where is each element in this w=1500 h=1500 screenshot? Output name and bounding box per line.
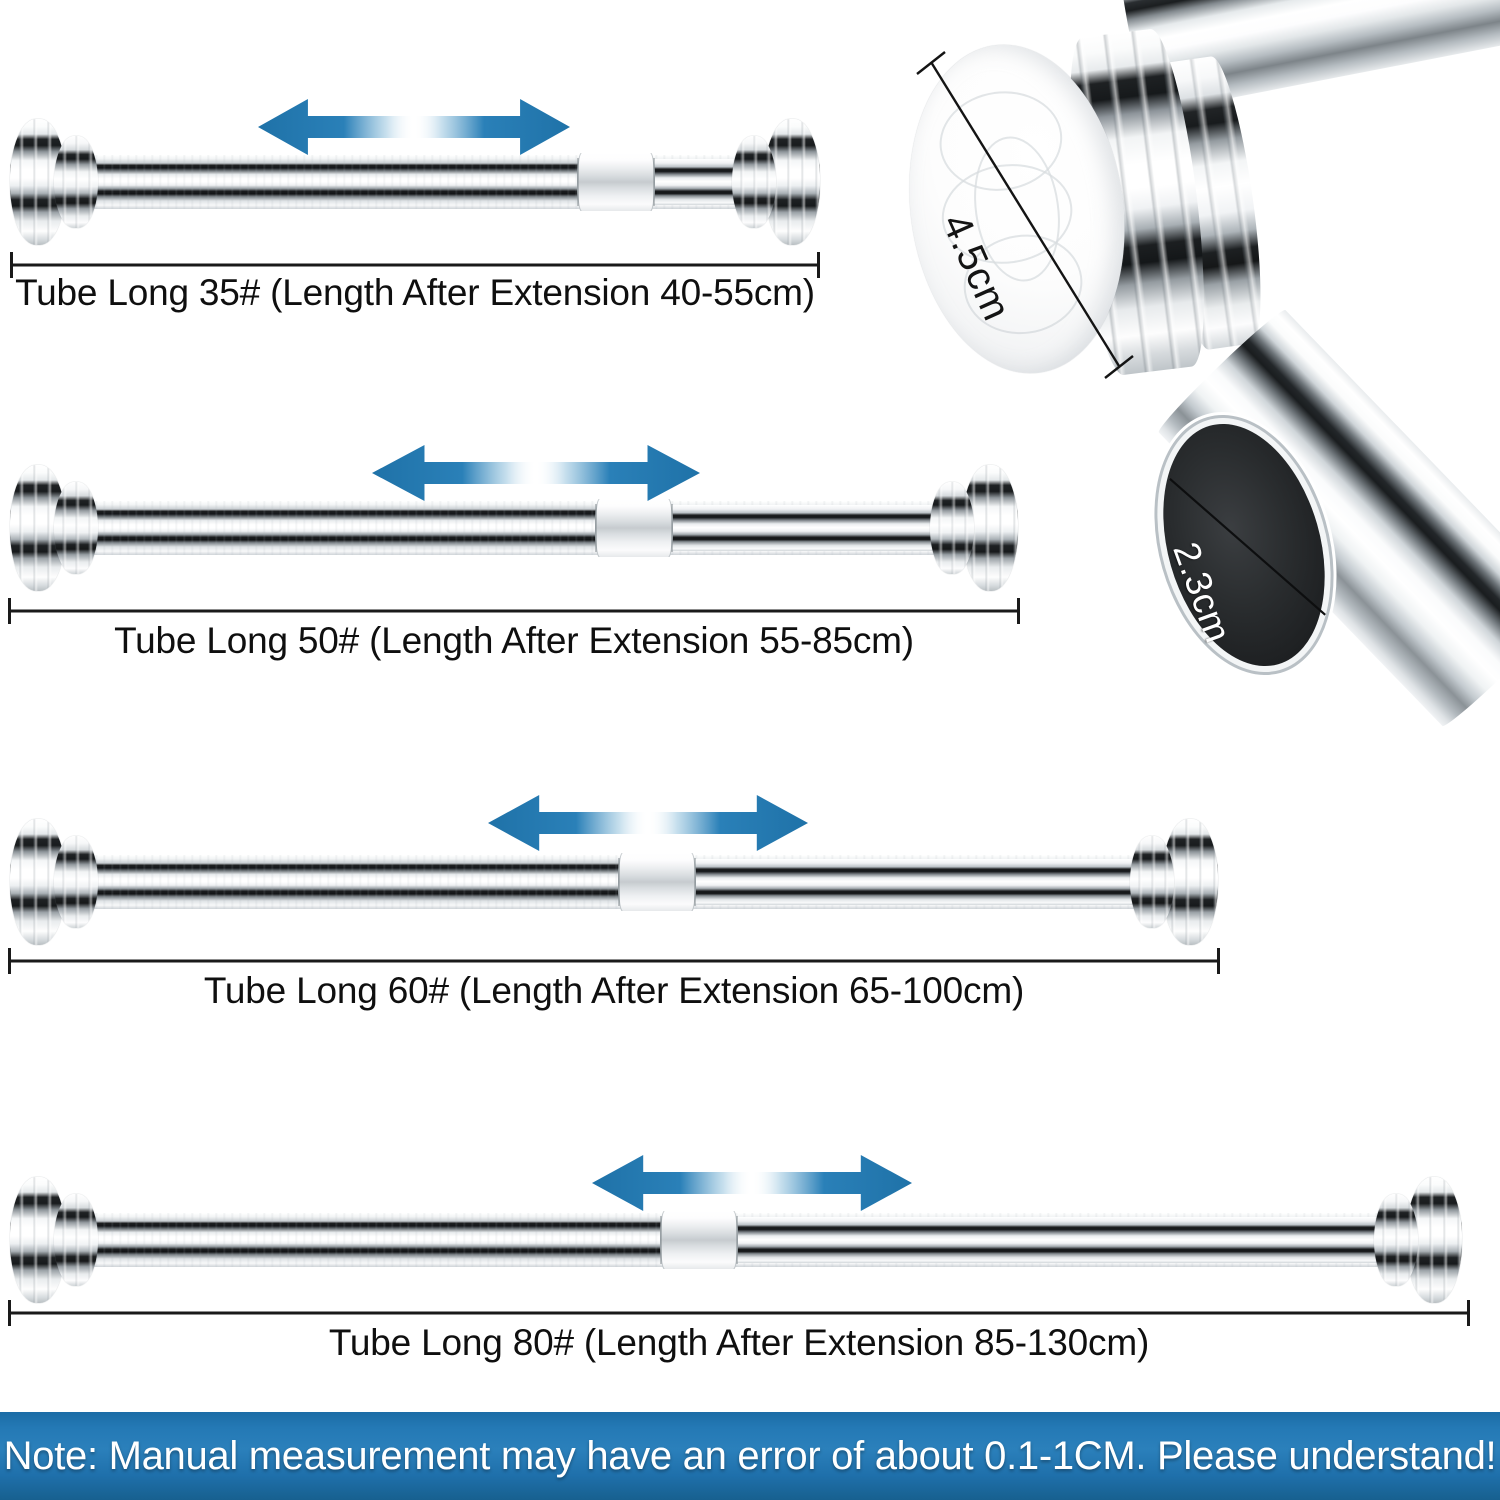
extension-arrows-50: [372, 442, 700, 504]
end-cap-left: [10, 819, 102, 945]
arrow-right-icon: [536, 442, 700, 504]
end-cap-collar: [1130, 836, 1174, 928]
end-cap-closeup: 4.5cm: [889, 0, 1500, 408]
arrow-left-icon: [592, 1152, 752, 1214]
caption-tube-60: Tube Long 60# (Length After Extension 65…: [203, 970, 1025, 1011]
dimension-line-80: [8, 1300, 1470, 1326]
telescoping-sleeve: [660, 1211, 738, 1269]
extension-arrows-60: [488, 792, 808, 854]
rod-assembly-60: [10, 819, 1218, 945]
rod-tube-inner: [660, 1217, 1396, 1263]
dimension-tick-left: [8, 948, 11, 974]
dimension-tick-left: [8, 598, 11, 624]
caption-tube-80: Tube Long 80# (Length After Extension 85…: [328, 1322, 1150, 1363]
rod-assembly-35: [10, 119, 820, 245]
end-cap-left: [10, 465, 102, 591]
dimension-rule: [11, 609, 1017, 613]
end-cap-flange: [962, 465, 1018, 591]
dimension-rule: [11, 1311, 1467, 1315]
caption-tube-50: Tube Long 50# (Length After Extension 55…: [114, 620, 914, 661]
dimension-tick-right: [1467, 1300, 1470, 1326]
rod-tube-inner: [618, 859, 1154, 905]
note-banner: Note: Manual measurement may have an err…: [0, 1412, 1500, 1500]
end-cap-collar: [54, 836, 98, 928]
dimension-tick-left: [10, 252, 13, 278]
dimension-tick-left: [8, 1300, 11, 1326]
end-cap-left: [10, 1177, 102, 1303]
end-cap-flange: [764, 119, 820, 245]
end-cap-flange: [10, 465, 66, 591]
arrow-left-icon: [372, 442, 536, 504]
end-cap-right: [1370, 1177, 1462, 1303]
end-cap-collar: [54, 1194, 98, 1286]
rod-assembly-50: [10, 465, 1018, 591]
dimension-tick-right: [1017, 598, 1020, 624]
arrow-left-icon: [258, 96, 414, 158]
end-cap-collar: [54, 136, 98, 228]
dimension-line-35: [10, 252, 820, 278]
extension-arrows-80: [592, 1152, 912, 1214]
end-cap-collar: [1374, 1194, 1418, 1286]
end-cap-collar: [732, 136, 776, 228]
dimension-rule: [13, 263, 817, 267]
closeup-tube-bore: [1136, 404, 1352, 686]
end-cap-flange: [1406, 1177, 1462, 1303]
dimension-rule: [11, 959, 1217, 963]
tube-diameter-closeup: 2.3cm: [1136, 305, 1500, 731]
telescoping-sleeve: [618, 853, 696, 911]
dimension-line-60: [8, 948, 1220, 974]
end-cap-right: [926, 465, 1018, 591]
arrow-right-icon: [648, 792, 808, 854]
arrow-right-icon: [752, 1152, 912, 1214]
dimension-tick-right: [1217, 948, 1220, 974]
end-cap-left: [10, 119, 102, 245]
telescoping-sleeve: [577, 153, 655, 211]
end-cap-collar: [930, 482, 974, 574]
note-text: Note: Manual measurement may have an err…: [3, 1433, 1497, 1478]
arrow-right-icon: [414, 96, 570, 158]
end-cap-right: [1126, 819, 1218, 945]
extension-arrows-35: [258, 96, 570, 158]
dimension-line-50: [8, 598, 1020, 624]
end-cap-flange: [10, 1177, 66, 1303]
end-cap-collar: [54, 482, 98, 574]
tube-diameter-dimension-line: [1169, 477, 1326, 616]
dimension-tick-right: [817, 252, 820, 278]
caption-tube-35: Tube Long 35# (Length After Extension 40…: [15, 272, 815, 313]
rod-assembly-80: [10, 1177, 1462, 1303]
end-cap-right: [728, 119, 820, 245]
telescoping-sleeve: [595, 499, 673, 557]
arrow-left-icon: [488, 792, 648, 854]
